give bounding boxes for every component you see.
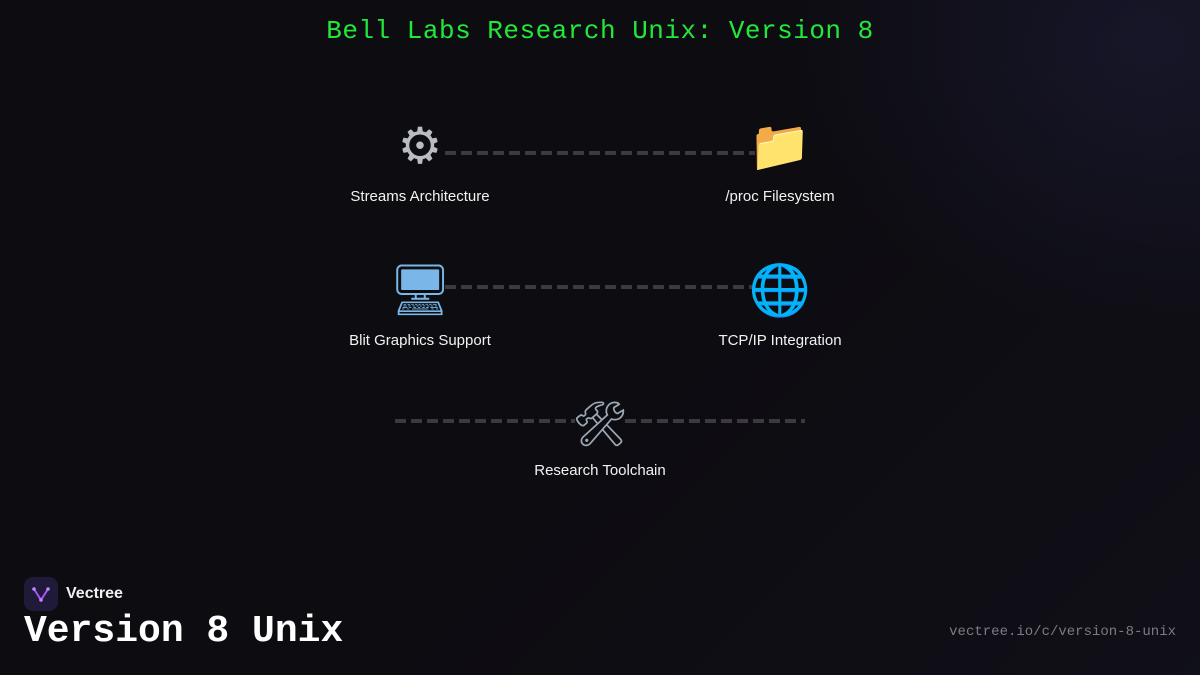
- vectree-logo-icon: [24, 577, 58, 611]
- node-label: TCP/IP Integration: [718, 332, 842, 349]
- tools-icon: 🛠: [572, 399, 628, 450]
- node-label: Research Toolchain: [534, 462, 666, 479]
- node-streams-architecture: ⚙ Streams Architecture: [310, 116, 530, 205]
- brand: Vectree: [24, 577, 123, 611]
- node-research-toolchain: 🛠 Research Toolchain: [490, 399, 710, 480]
- node-label: /proc Filesystem: [725, 188, 835, 205]
- brand-name: Vectree: [66, 585, 123, 602]
- node-tcpip-integration: 🌐 TCP/IP Integration: [670, 260, 890, 349]
- node-blit-graphics-support: 🖥 Blit Graphics Support: [310, 260, 530, 349]
- node-proc-filesystem: 📁 /proc Filesystem: [670, 116, 890, 205]
- folder-icon: 📁: [748, 117, 812, 175]
- node-label: Blit Graphics Support: [349, 332, 491, 349]
- footer-url[interactable]: vectree.io/c/version-8-unix: [949, 624, 1176, 640]
- footer-title: Version 8 Unix: [24, 610, 344, 653]
- monitor-icon: 🖥: [388, 261, 452, 319]
- diagram-title: Bell Labs Research Unix: Version 8: [326, 16, 874, 46]
- globe-icon: 🌐: [748, 261, 812, 319]
- node-label: Streams Architecture: [350, 188, 490, 205]
- gear-icon: ⚙: [397, 117, 443, 175]
